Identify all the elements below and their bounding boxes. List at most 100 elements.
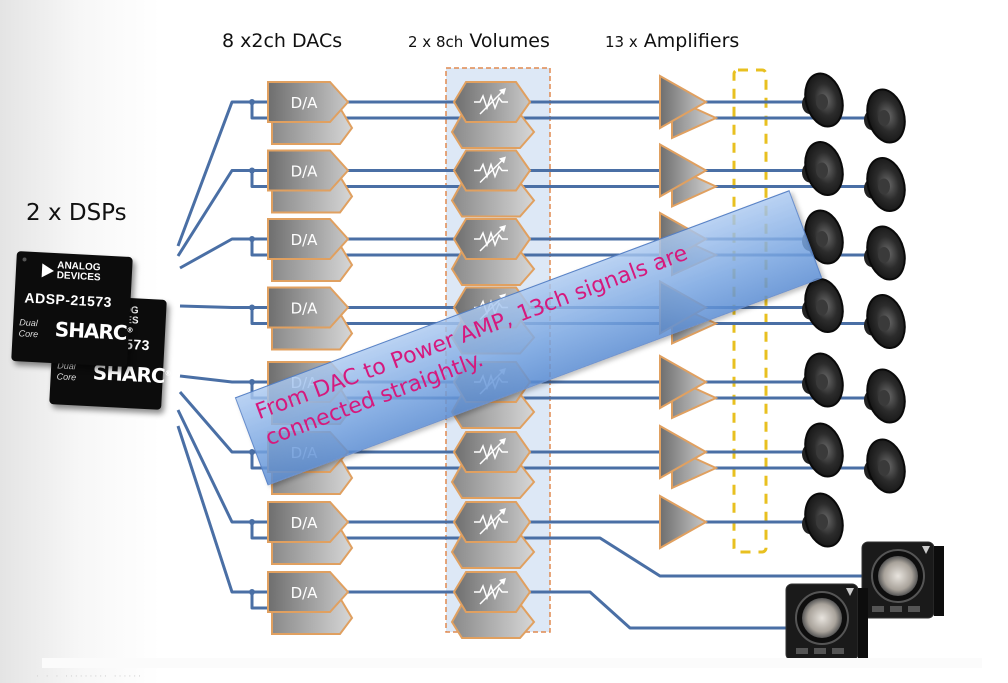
volumes-header-label: Volumes	[469, 30, 550, 52]
dsp-to-dac-line	[176, 169, 268, 257]
resistor-zigzag-icon	[474, 230, 508, 248]
amplifier-pair	[659, 494, 709, 550]
adjust-arrow-icon	[479, 89, 505, 115]
dsps-title: 2 x DSPs	[26, 200, 127, 226]
speaker-dustcap	[816, 231, 828, 247]
brand-logo-icon	[846, 588, 854, 596]
dac-input-branch-line	[250, 592, 270, 610]
subwoofer-line	[330, 590, 800, 630]
dac-block-body	[267, 286, 350, 329]
adjust-arrow-icon	[479, 439, 505, 465]
dac-input-branch-line	[250, 522, 270, 540]
resistor-zigzag-icon	[474, 443, 508, 461]
speaker-icon	[864, 294, 906, 349]
dac-block: D/A	[267, 571, 354, 635]
amplifier-pair	[659, 74, 719, 140]
arrowhead-icon	[499, 156, 506, 164]
pin1-dot	[22, 257, 27, 262]
dsp-to-dac-line	[176, 100, 268, 247]
speaker-icon	[802, 72, 844, 128]
dac-block-body	[267, 81, 350, 123]
arrowhead-icon	[499, 225, 506, 232]
vent-slot	[796, 648, 808, 654]
adjust-arrow-icon	[479, 579, 505, 605]
speaker-dustcap	[878, 390, 890, 406]
registered-mark: ®	[164, 369, 171, 378]
dac-label: D/A	[291, 300, 319, 318]
dac-label: D/A	[291, 514, 319, 532]
amplifiers-header-label: Amplifiers	[643, 30, 740, 52]
speaker-icon	[864, 368, 906, 424]
vent-slot	[908, 606, 920, 612]
dac-block-body	[267, 501, 350, 543]
subwoofer-line	[340, 536, 880, 578]
dac-block-body	[267, 218, 350, 260]
sharc-logo: SHARC®	[54, 317, 133, 345]
speaker-dustcap	[816, 374, 828, 390]
amplifier-triangle-icon	[659, 354, 709, 410]
resistor-zigzag-icon	[474, 162, 508, 179]
vent-slot	[814, 648, 826, 654]
speaker-icon	[802, 352, 844, 408]
speaker-icon	[864, 88, 906, 144]
speaker-dustcap	[816, 514, 828, 530]
adi-triangle-icon	[41, 263, 55, 278]
dac-block-body	[267, 149, 350, 192]
dac-block: D/A	[267, 81, 354, 145]
arrowhead-icon	[499, 578, 506, 585]
junction-dot	[249, 589, 255, 595]
dsp-to-dac-line	[179, 374, 268, 384]
speaker-dustcap	[816, 162, 828, 179]
speaker-dustcap	[878, 110, 890, 126]
junction-dot	[249, 304, 255, 311]
dac-block: D/A	[267, 149, 354, 214]
core-line1: Dual	[18, 317, 38, 329]
dac-label: D/A	[291, 163, 319, 181]
speaker-array	[802, 72, 906, 548]
speaker-dustcap	[878, 178, 890, 195]
dsp-to-dac-line	[179, 237, 268, 270]
adjust-arrow-icon	[479, 226, 505, 252]
subwoofer-cone	[878, 556, 918, 596]
arrowhead-icon	[499, 88, 506, 95]
dacs-header-label: DACs	[292, 30, 343, 52]
core-line2: Core	[18, 328, 39, 340]
core-line2: Core	[56, 371, 77, 383]
junction-dot	[249, 99, 255, 105]
speaker-icon	[864, 225, 906, 281]
volume-block	[450, 501, 536, 569]
resistor-zigzag-icon	[474, 93, 508, 111]
amplifier-group-box	[732, 68, 768, 554]
subwoofer-side	[934, 546, 944, 616]
junction-dot	[249, 519, 255, 525]
speaker-icon	[864, 438, 906, 494]
amplifier-triangle-icon	[659, 74, 709, 130]
dac-label: D/A	[291, 94, 319, 112]
amplifier-pair	[659, 142, 719, 209]
dac-label: D/A	[291, 584, 319, 602]
dac-block: D/A	[267, 286, 354, 351]
junction-dot	[249, 449, 255, 455]
dsp-to-dac-line	[176, 425, 268, 594]
adjust-arrow-icon	[479, 157, 505, 184]
dac-input-branch-line	[250, 239, 270, 257]
dac-label: D/A	[291, 231, 319, 249]
volumes-header: 2 x 8ch Volumes	[408, 30, 550, 52]
amplifier-triangle-icon	[659, 424, 709, 480]
part-number: ADSP-21573	[24, 289, 113, 311]
dac-block: D/A	[267, 218, 354, 282]
speaker-icon	[802, 141, 844, 196]
volume-block	[450, 431, 536, 499]
speaker-dustcap	[816, 444, 828, 460]
speaker-icon	[802, 492, 844, 548]
subwoofer-icon	[785, 583, 868, 661]
dac-block-body	[267, 571, 350, 613]
subwoofer-cone	[802, 598, 842, 638]
speaker-dustcap	[878, 315, 890, 332]
adjust-arrow-icon	[479, 509, 505, 535]
speaker-icon	[864, 157, 906, 212]
vent-slot	[890, 606, 902, 612]
arrowhead-icon	[499, 438, 506, 445]
junction-dot	[249, 167, 255, 174]
